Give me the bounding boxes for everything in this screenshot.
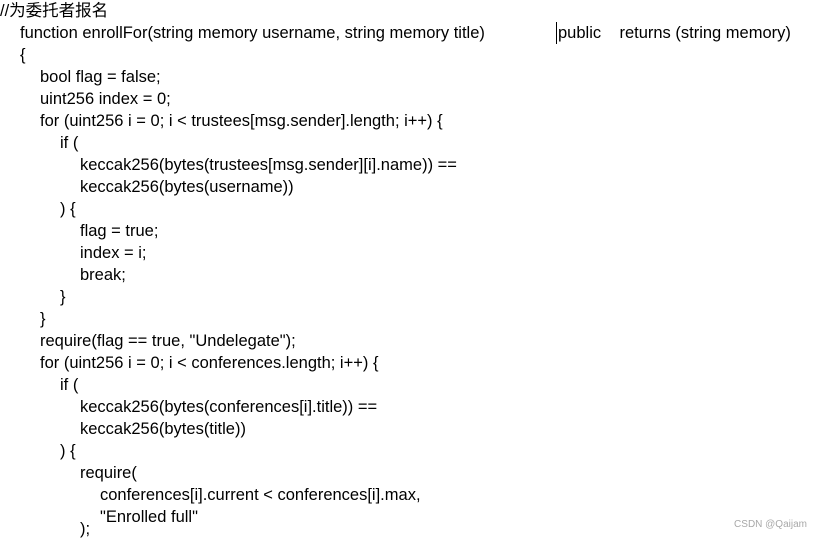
code-line: index = i; — [80, 244, 147, 262]
code-line: if ( — [60, 376, 79, 394]
code-line: uint256 index = 0; — [40, 90, 171, 108]
code-line: ); — [80, 520, 91, 538]
code-line: keccak256(bytes(username)) — [80, 178, 294, 196]
comment-line: //为委托者报名 — [0, 2, 109, 20]
code-line: for (uint256 i = 0; i < trustees[msg.sen… — [40, 112, 443, 130]
code-line: keccak256(bytes(title)) — [80, 420, 246, 438]
code-line: ) { — [60, 200, 76, 218]
code-line: require(flag == true, "Undelegate"); — [40, 332, 296, 350]
open-brace: { — [20, 46, 26, 64]
text-cursor — [556, 22, 557, 44]
code-line: flag = true; — [80, 222, 159, 240]
code-line: keccak256(bytes(conferences[i].title)) =… — [80, 398, 378, 416]
code-line: require( — [80, 464, 137, 482]
code-line: conferences[i].current < conferences[i].… — [100, 486, 421, 504]
code-line: for (uint256 i = 0; i < conferences.leng… — [40, 354, 379, 372]
code-line: } — [40, 310, 46, 328]
function-signature: function enrollFor(string memory usernam… — [20, 24, 485, 42]
code-line: } — [60, 288, 66, 306]
watermark: CSDN @Qaijam — [734, 519, 807, 530]
function-modifiers: public returns (string memory) — [558, 24, 791, 42]
code-line: if ( — [60, 134, 79, 152]
code-line: "Enrolled full" — [100, 508, 198, 526]
code-line: keccak256(bytes(trustees[msg.sender][i].… — [80, 156, 457, 174]
code-line: ) { — [60, 442, 76, 460]
code-line: break; — [80, 266, 126, 284]
code-line: bool flag = false; — [40, 68, 161, 86]
